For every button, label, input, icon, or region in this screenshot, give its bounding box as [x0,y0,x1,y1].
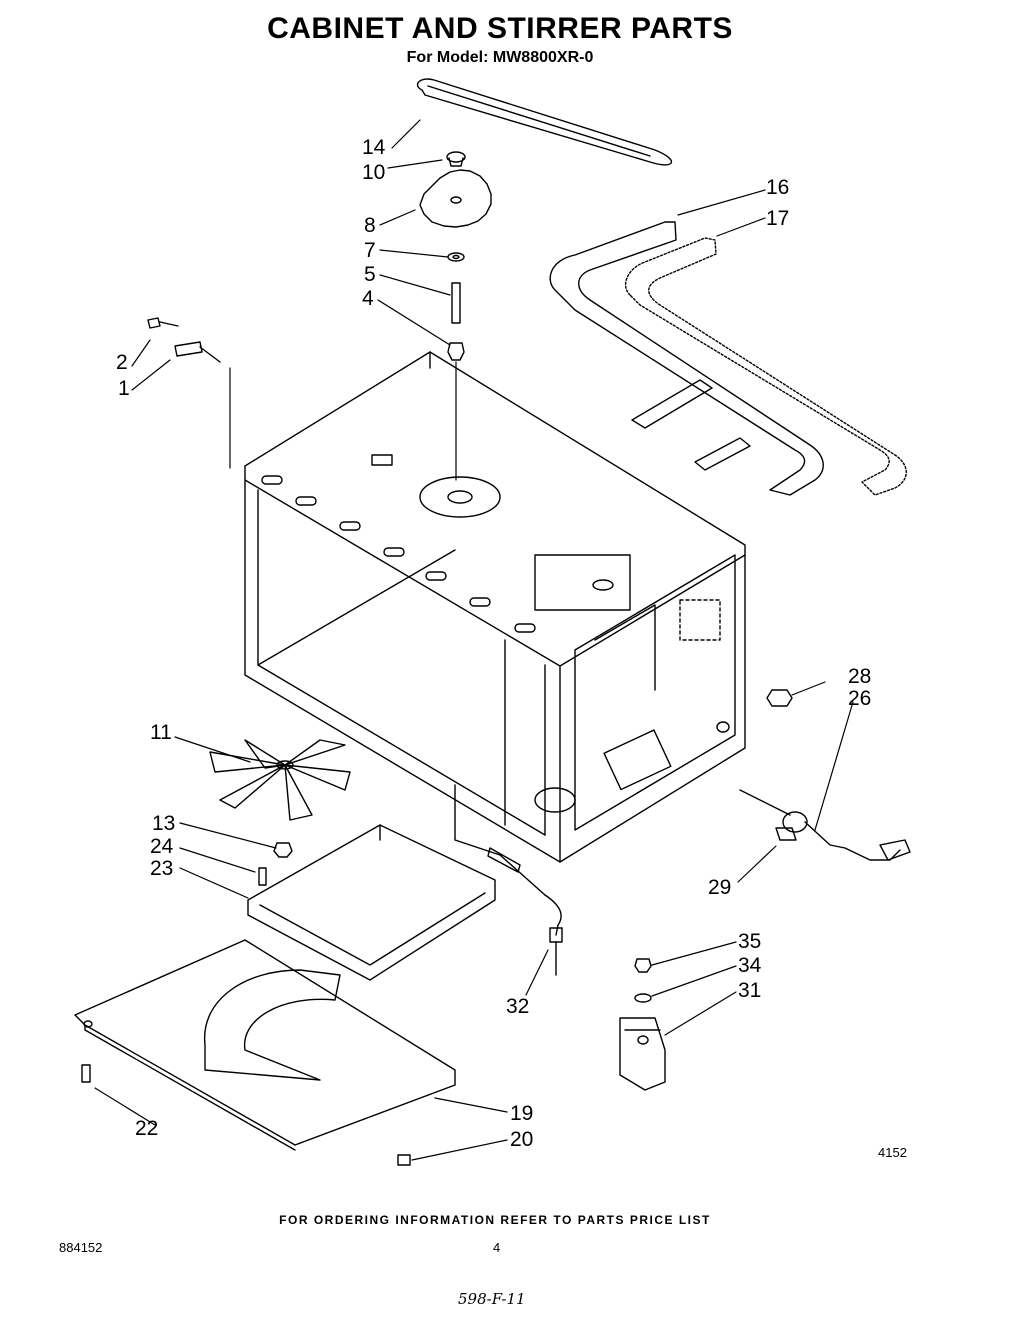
washer-part-7 [447,252,465,262]
callout-5: 5 [364,263,376,286]
fan-blade-part-11 [209,739,351,821]
screw-part-22 [81,1064,91,1083]
screw-part-24 [258,867,267,886]
callout-32: 32 [506,995,530,1018]
callout-13: 13 [152,812,176,835]
callout-24: 24 [150,835,174,858]
callout-10: 10 [362,161,386,184]
bottom-plate-part-19 [74,939,456,1151]
callout-29: 29 [708,876,732,899]
washer-part-34 [634,993,652,1003]
gasket-part-16 [549,221,824,496]
clip-part-29 [775,827,797,841]
callout-8: 8 [364,214,376,237]
nut-part-35 [634,958,652,973]
nut-part-13 [273,842,293,858]
callout-1: 1 [118,377,130,400]
screw-part-2 [147,317,179,329]
page-number: 4 [493,1240,501,1255]
handwritten-note: 598-F-11 [458,1290,526,1308]
ordering-note: FOR ORDERING INFORMATION REFER TO PARTS … [279,1213,711,1227]
callout-22: 22 [135,1117,159,1140]
callout-17: 17 [766,207,790,230]
model-subtitle: For Model: MW8800XR-0 [406,49,594,66]
callout-7: 7 [364,239,376,262]
callout-35: 35 [738,930,762,953]
callout-4: 4 [362,287,374,310]
shaft-part-5 [451,282,461,324]
nut-part-28 [766,689,793,707]
page-title: CABINET AND STIRRER PARTS [267,12,733,45]
thermal-probe-part-32 [454,784,563,976]
leader-lines [94,119,854,1161]
drawing-number: 4152 [878,1145,907,1160]
cabinet-frame [244,351,746,863]
stirrer-pulley-part-8 [419,169,492,228]
callout-34: 34 [738,954,762,977]
choke-bracket [631,379,751,471]
power-cord-part-26 [739,789,911,861]
clip-part-10 [446,151,466,167]
air-duct-part-23 [247,824,496,981]
belt-part-14 [416,78,673,166]
screw-part-20 [397,1154,411,1166]
callout-26: 26 [848,687,872,710]
callout-16: 16 [766,176,790,199]
vent-slots [261,475,536,633]
callout-23: 23 [150,857,174,880]
callout-19: 19 [510,1102,534,1125]
callout-11: 11 [150,721,172,744]
callout-14: 14 [362,136,386,159]
gasket-part-17 [625,237,907,496]
callout-2: 2 [116,351,128,374]
callout-20: 20 [510,1128,534,1151]
callout-28: 28 [848,665,872,688]
bracket-part-1 [174,341,221,363]
callout-31: 31 [738,979,762,1002]
bearing-part-4 [447,342,465,361]
fuse-holder-part-31 [619,1017,666,1091]
document-number: 884152 [59,1240,103,1255]
